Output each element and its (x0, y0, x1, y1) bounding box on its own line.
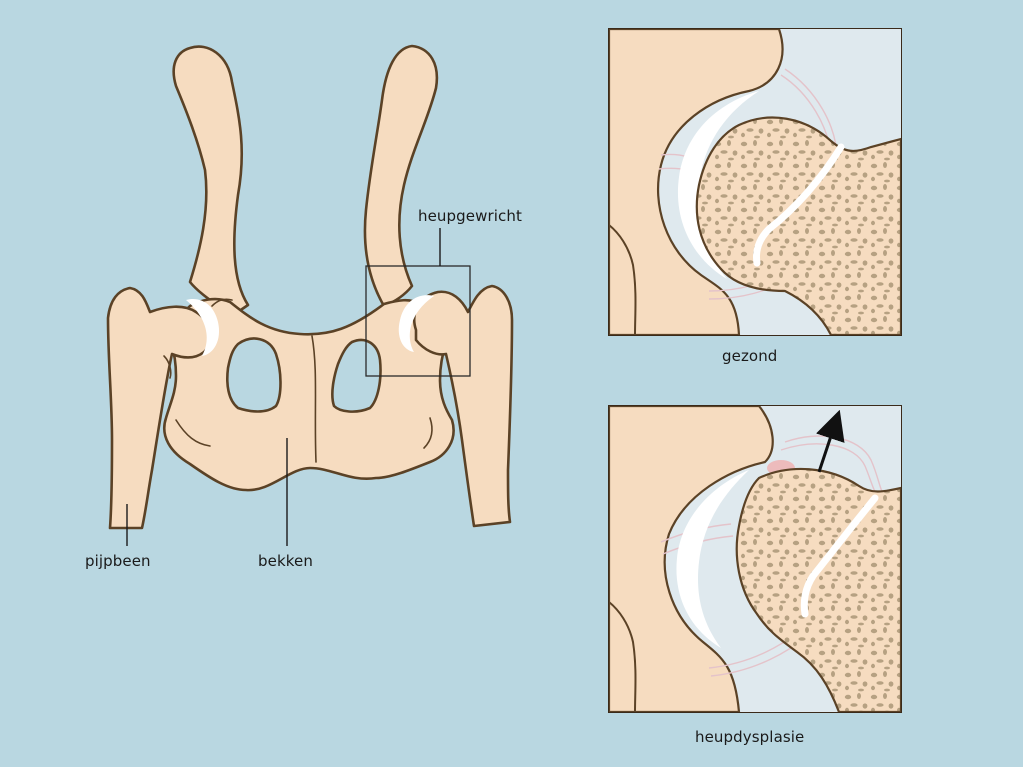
dysplasia-joint-illustration (609, 406, 901, 712)
healthy-label: gezond (722, 347, 778, 365)
left-ilium (172, 45, 250, 318)
left-obturator-foramen (226, 337, 282, 413)
pelvis-label: bekken (258, 552, 313, 570)
left-femur (106, 286, 212, 530)
hip-joint-label: heupgewricht (418, 207, 522, 225)
right-ilium (363, 44, 439, 308)
left-joint-cartilage (186, 298, 220, 356)
healthy-joint-panel (608, 28, 902, 336)
dysplasia-joint-panel (608, 405, 902, 713)
right-femur (413, 284, 514, 528)
detail-box (365, 265, 471, 377)
femur-label: pijpbeen (85, 552, 151, 570)
dysplasia-label: heupdysplasie (695, 728, 805, 746)
right-joint-cartilage (398, 295, 434, 352)
pelvis-body (154, 297, 462, 492)
right-obturator-foramen (331, 338, 382, 413)
healthy-joint-illustration (609, 29, 901, 335)
displacement-arrow (816, 409, 845, 473)
